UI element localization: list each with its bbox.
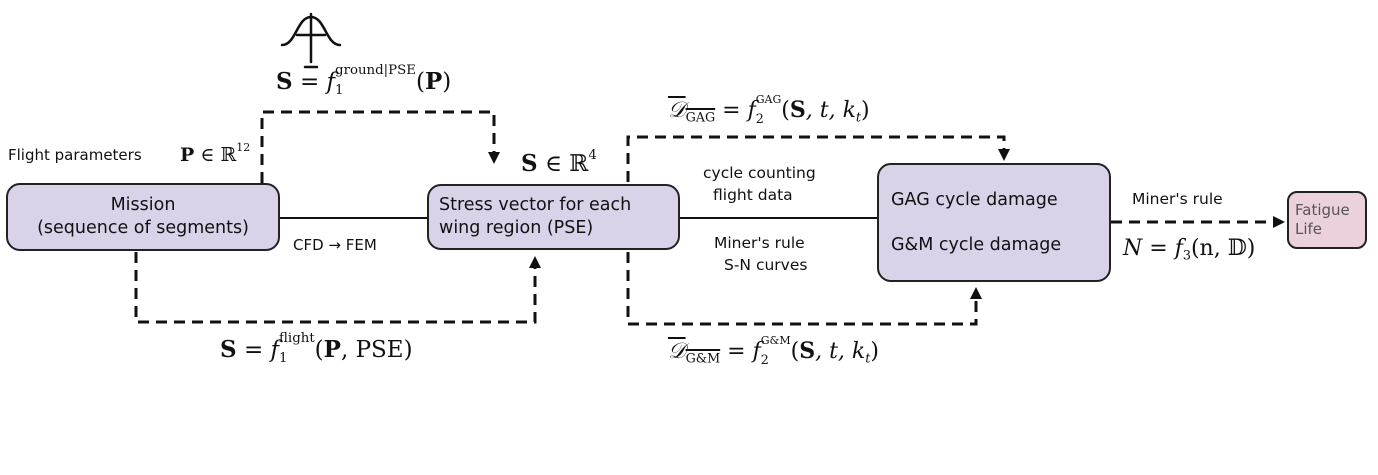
ground-path-arrow: [260, 110, 500, 183]
flight-parameters-label: Flight parameters: [8, 146, 142, 164]
gaussian-icon: [280, 12, 342, 69]
stress-box: Stress vector for each wing region (PSE): [427, 184, 680, 250]
fatigue-line2: Life: [1295, 220, 1323, 238]
flight-path-arrow: [134, 252, 541, 324]
mission-title: Mission: [110, 195, 176, 216]
mission-box: Mission (sequence of segments): [6, 183, 280, 251]
stress-line1: Stress vector for each: [439, 195, 632, 216]
f3-formula: N = f3(n, 𝔻): [1123, 236, 1256, 264]
stress-line2: wing region (PSE): [439, 218, 594, 238]
gag-path-arrow: [626, 135, 1010, 182]
sn-curves-label: S-N curves: [724, 256, 808, 274]
flight-data-label: flight data: [713, 186, 793, 204]
fatigue-life-box: Fatigue Life: [1287, 191, 1367, 249]
p-in-r12-formula: P ∈ ℝ12: [180, 141, 251, 166]
miners-rule-right-label: Miner's rule: [1132, 190, 1223, 208]
cfd-fem-label: CFD → FEM: [293, 236, 377, 254]
cycle-counting-label: cycle counting: [703, 164, 816, 182]
damage-box: GAG cycle damage G&M cycle damage: [877, 163, 1111, 282]
fatigue-line1: Fatigue: [1295, 201, 1350, 220]
gag-damage-label: GAG cycle damage: [891, 190, 1058, 210]
miners-rule-mid-label: Miner's rule: [714, 234, 805, 252]
gm-damage-label: G&M cycle damage: [891, 235, 1062, 255]
mission-subtitle: (sequence of segments): [37, 218, 249, 238]
gm-path-arrow: [626, 252, 982, 326]
s-in-r4-formula: S ∈ ℝ4: [521, 148, 597, 177]
